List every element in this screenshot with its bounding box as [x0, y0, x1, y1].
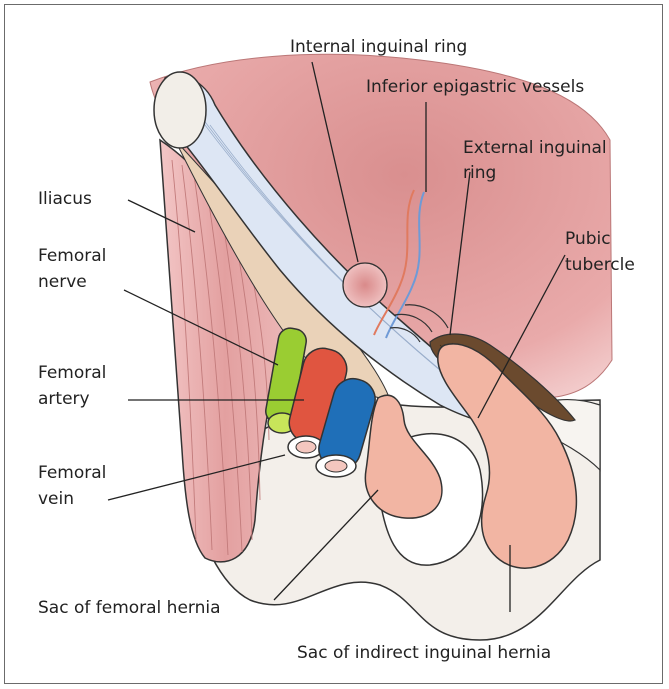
label-pubic-line2: tubercle [565, 255, 635, 275]
label-artery-line2: artery [38, 389, 90, 409]
label-pubic-line1: Pubic [565, 229, 611, 249]
artery-lumen [296, 441, 316, 453]
label-nerve-line2: nerve [38, 272, 87, 292]
label-femoral-sac: Sac of femoral hernia [38, 598, 221, 618]
label-artery-line1: Femoral [38, 363, 106, 383]
label-vein-line1: Femoral [38, 463, 106, 483]
label-indirect-sac: Sac of indirect inguinal hernia [297, 643, 551, 663]
vein-lumen [325, 460, 347, 472]
label-internal-ring: Internal inguinal ring [290, 37, 467, 57]
label-external-ring-line1: External inguinal [463, 138, 607, 158]
internal-inguinal-ring [343, 263, 387, 307]
label-vein-line2: vein [38, 489, 74, 509]
label-epigastric-vessels: Inferior epigastric vessels [366, 77, 584, 97]
label-iliacus: Iliacus [38, 189, 92, 209]
anterior-superior-iliac-spine [154, 72, 206, 148]
label-nerve-line1: Femoral [38, 246, 106, 266]
label-external-ring-line2: ring [463, 163, 496, 183]
